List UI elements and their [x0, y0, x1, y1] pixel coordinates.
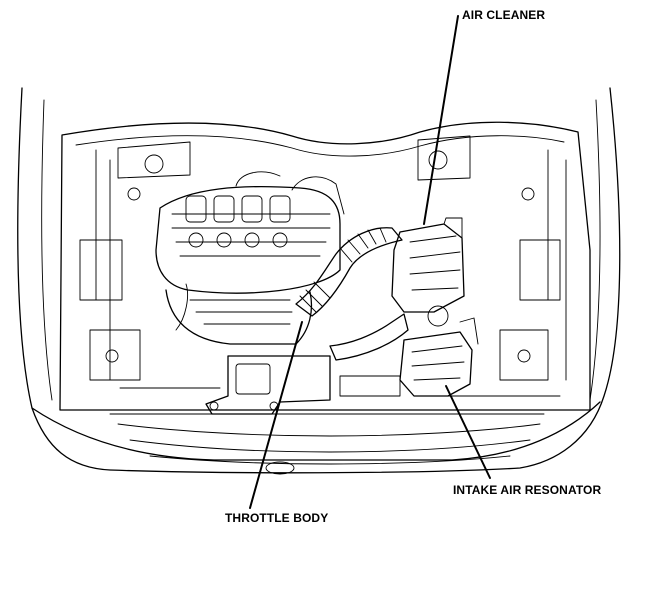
throttle-body-leader — [249, 321, 303, 509]
radiator-support — [119, 355, 561, 415]
throttle-body-label: THROTTLE BODY — [225, 511, 329, 525]
front-grille — [109, 413, 545, 475]
engine-block — [155, 171, 345, 345]
air-cleaner-leader — [423, 15, 459, 225]
air-cleaner-label: AIR CLEANER — [462, 8, 546, 22]
car-body-outline — [17, 87, 621, 474]
leader-lines — [249, 15, 491, 509]
air-cleaner-housing — [391, 217, 465, 327]
intake-air-resonator-label: INTAKE AIR RESONATOR — [453, 483, 602, 497]
intake-air-resonator-leader — [445, 385, 491, 479]
intake-hose — [295, 227, 403, 317]
intake-air-resonator — [329, 313, 479, 397]
engine-compartment — [59, 121, 591, 411]
